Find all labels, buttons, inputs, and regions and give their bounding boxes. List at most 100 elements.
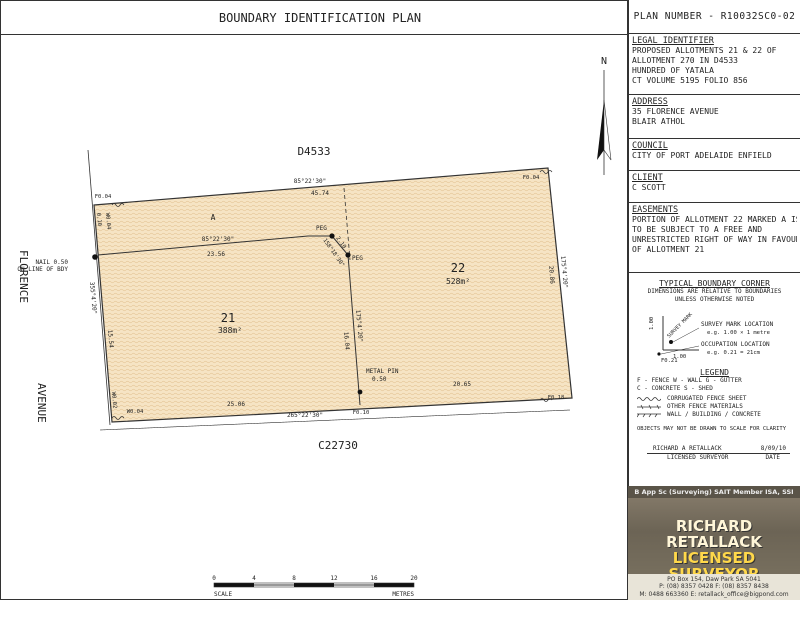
legend-item-label: OTHER FENCE MATERIALS <box>667 403 743 410</box>
logo-contact-line: M: 0488 663360 E: retallack_office@bigpo… <box>639 590 789 598</box>
easements-heading: EASEMENTS <box>632 205 679 215</box>
inner-bearing: 85°22'30" <box>202 236 235 243</box>
logo-contact-line: PO Box 154, Daw Park SA 5041 <box>667 575 761 583</box>
address-line: 35 FLORENCE AVENUE <box>632 107 719 116</box>
peg-label-1: PEG <box>316 225 327 232</box>
plan-title: BOUNDARY IDENTIFICATION PLAN <box>219 11 421 25</box>
nail-label: NAIL 0.50 <box>35 259 68 266</box>
fence-symbol <box>111 203 125 207</box>
left-distance: 15.54 <box>106 330 115 349</box>
plan-drawing: BOUNDARY IDENTIFICATION PLAN N D4533 C22… <box>0 0 628 600</box>
lot-21-number: 21 <box>221 311 235 325</box>
easements-line: OF ALLOTMENT 21 <box>632 245 705 254</box>
legend-row: CORRUGATED FENCE SHEET <box>633 395 796 403</box>
corner-dim: F0.21 <box>661 358 678 364</box>
fence-offset-top-left: F0.04 <box>95 194 112 200</box>
scale-note: OBJECTS MAY NOT BE DRAWN TO SCALE FOR CL… <box>637 426 787 432</box>
inner-distance: 23.56 <box>207 251 225 258</box>
corner-dim: 1.00 <box>649 317 655 330</box>
wall-offset-bottom-left: W0.02 <box>110 392 117 409</box>
legend-item-label: WALL / BUILDING / CONCRETE <box>667 411 761 418</box>
south-boundary-line <box>99 409 571 431</box>
legal-identifier-line: CT VOLUME 5195 FOLIO 856 <box>632 76 748 85</box>
metal-pin-mark <box>357 389 363 395</box>
logo-name: RICHARD RETALLACK <box>666 517 762 551</box>
info-panel: PLAN NUMBER - R10032SC0-02 LEGAL IDENTIF… <box>628 0 800 600</box>
legal-identifier-heading: LEGAL IDENTIFIER <box>632 36 714 46</box>
corner-dim: 1.00 <box>673 354 686 360</box>
occupation-location: OCCUPATION LOCATION <box>701 341 770 348</box>
easements-line: UNRESTRICTED RIGHT OF WAY IN FAVOUR <box>632 235 797 244</box>
fence-symbol <box>539 398 553 402</box>
survey-mark-location: SURVEY MARK LOCATION <box>701 321 774 328</box>
signature-labels: LICENSED SURVEYOR DATE <box>647 453 790 462</box>
easement-boundary <box>97 235 332 256</box>
north-label: N <box>601 56 607 67</box>
metal-pin-label: METAL PIN <box>366 368 399 375</box>
surveyor-role: LICENSED SURVEYOR <box>667 454 729 461</box>
d-plan-label: D4533 <box>297 145 330 158</box>
wall-offset-top-left: W0.04 <box>104 213 111 231</box>
right-bearing: 175°4'20" <box>559 256 569 289</box>
legal-identifier-line: ALLOTMENT 270 IN D4533 <box>632 56 738 65</box>
scale-tick: 4 <box>252 575 256 582</box>
corner-title: TYPICAL BOUNDARY CORNER <box>659 279 770 288</box>
parcel-outline <box>93 167 573 423</box>
bottom-distance-2: 20.65 <box>453 381 471 388</box>
scale-tick: 20 <box>410 575 418 582</box>
corner-note: DIMENSIONS ARE RELATIVE TO BOUNDARIES <box>647 288 782 295</box>
survey-mark-label: SURVEY MARK <box>666 312 694 340</box>
logo-contact-line: P: (08) 8357 0428 F: (08) 8357 8438 <box>659 583 769 590</box>
wall-icon <box>637 413 661 418</box>
easement-dashed-line <box>343 187 351 261</box>
lot-21-area: 388m² <box>218 326 242 335</box>
fence-symbol <box>539 170 553 174</box>
florence-avenue-line <box>87 149 111 426</box>
occupation-eg: e.g. 0.21 = 21cm <box>707 350 761 356</box>
survey-mark-eg: e.g. 1.00 × 1 metre <box>707 330 770 336</box>
street-name-florence: FLORENCE <box>17 250 30 303</box>
address-line: BLAIR ATHOL <box>632 117 685 126</box>
scale-tick: 8 <box>292 575 296 582</box>
metres-label: METRES <box>392 591 414 598</box>
wall-offset-top-left-2: 0.10 <box>95 213 102 227</box>
peg-line <box>331 235 349 256</box>
wall-offset-bottom-left-2: W0.04 <box>127 409 144 415</box>
legend-abbrev: C - CONCRETE S - SHED <box>637 385 713 392</box>
legend-item-label: CORRUGATED FENCE SHEET <box>667 395 747 402</box>
north-arrow: N <box>597 56 612 175</box>
legend-row: WALL / BUILDING / CONCRETE <box>633 411 796 419</box>
fence-offset-bottom-right: F0.18 <box>548 395 565 401</box>
other-fence-icon <box>637 404 661 410</box>
client-section: CLIENT C SCOTT <box>629 171 800 203</box>
client-heading: CLIENT <box>632 173 663 183</box>
surveyor-name: RICHARD A RETALLACK <box>653 445 722 452</box>
street-name-avenue: AVENUE <box>35 383 48 423</box>
logo-contact: PO Box 154, Daw Park SA 5041 P: (08) 835… <box>628 573 800 600</box>
date-label: DATE <box>765 454 780 461</box>
right-distance: 20.86 <box>547 266 556 285</box>
nail-mark <box>92 254 98 260</box>
surveyor-logo: B App Sc (Surveying) SAIT Member ISA, SS… <box>628 486 800 600</box>
client-line: C SCOTT <box>632 183 666 192</box>
lot-22-number: 22 <box>451 261 465 275</box>
corner-note: UNLESS OTHERWISE NOTED <box>674 296 755 303</box>
bottom-distance-1: 25.06 <box>227 401 245 408</box>
scale-label: SCALE <box>214 591 232 598</box>
council-heading: COUNCIL <box>632 141 668 151</box>
legend-abbrev: F - FENCE W - WALL G - GUTTER <box>637 377 742 384</box>
legal-identifier-line: PROPOSED ALLOTMENTS 21 & 22 OF <box>632 46 777 55</box>
lot-division-line <box>347 254 361 406</box>
metal-pin-value: 0.50 <box>372 376 387 383</box>
plan-number: PLAN NUMBER - R10032SC0-02 <box>629 0 800 34</box>
fence-offset-top-right: F0.04 <box>523 175 540 181</box>
council-section: COUNCIL CITY OF PORT ADELAIDE ENFIELD <box>629 139 800 171</box>
fence-symbol <box>111 416 125 420</box>
easements-line: PORTION OF ALLOTMENT 22 MARKED A IS <box>632 215 797 224</box>
easements-line: TO BE SUBJECT TO A FREE AND <box>632 225 763 234</box>
top-distance: 45.74 <box>311 190 329 197</box>
fence-offset-bottom-middle: F0.10 <box>353 410 370 416</box>
scale-tick: 0 <box>212 575 216 582</box>
address-section: ADDRESS 35 FLORENCE AVENUE BLAIR ATHOL <box>629 95 800 139</box>
left-bearing: 355°4'20" <box>88 282 98 315</box>
